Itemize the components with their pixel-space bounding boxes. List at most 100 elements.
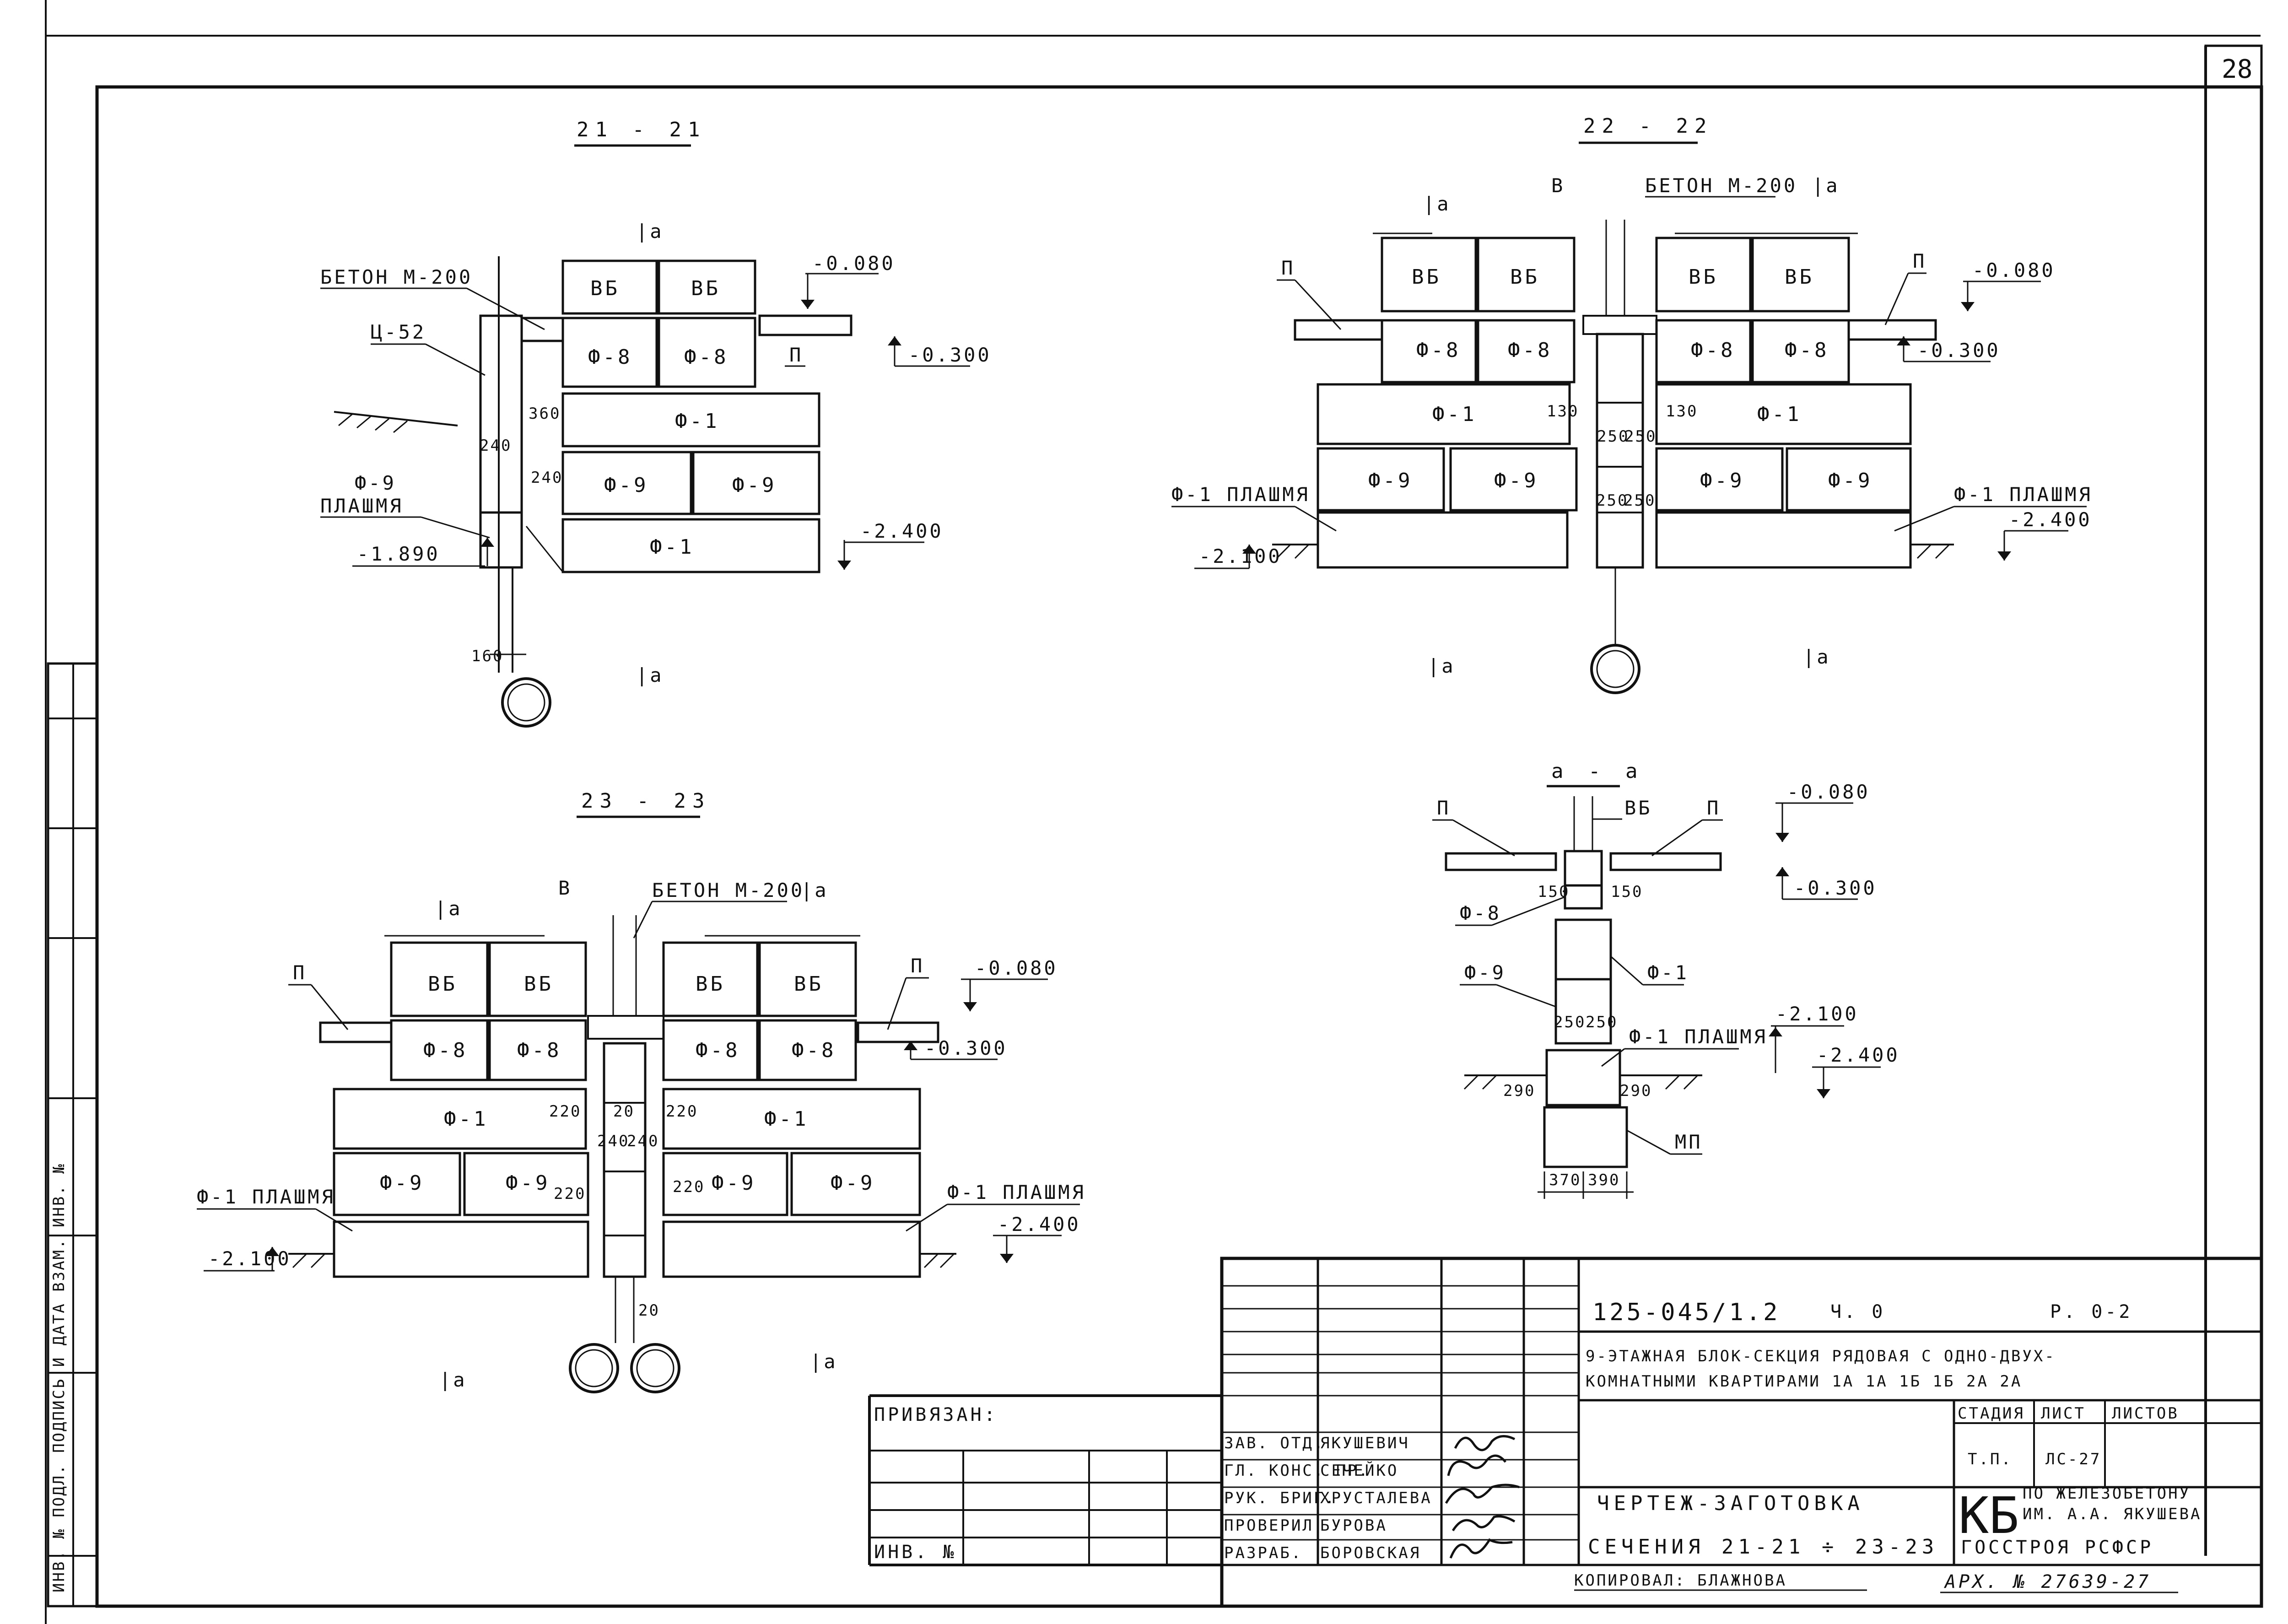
b-label: В <box>558 877 572 899</box>
slab-label: П <box>293 961 307 984</box>
block-label: ВБ <box>794 972 824 996</box>
dim-label: 130 <box>1666 402 1698 421</box>
block-label: Ф-9 <box>831 1171 875 1195</box>
role-name: БОРОВСКАЯ <box>1320 1544 1421 1562</box>
elevation-label: -2.400 <box>860 520 944 542</box>
doc-series: Р. 0-2 <box>2050 1301 2133 1322</box>
block-label: Ф-9 <box>1494 469 1538 492</box>
slab-label: П <box>911 955 924 977</box>
role-label: РУК. БРИГ. <box>1224 1489 1336 1507</box>
panel-label: Ц-52 <box>371 321 426 343</box>
slab-label: П <box>1437 797 1451 819</box>
dim-label: 250 <box>1597 427 1629 446</box>
elevation-label: -0.080 <box>812 252 896 275</box>
block-label: Ф-1 <box>1432 403 1477 426</box>
elevation-label: -0.300 <box>1794 877 1877 899</box>
cut-mark: |a <box>1803 646 1831 668</box>
block-label: Ф-1 <box>675 410 719 433</box>
block-label: Ф-8 <box>1785 339 1829 362</box>
dim-label: 240 <box>597 1132 629 1150</box>
dim-label: 220 <box>554 1185 586 1203</box>
role-name: ЯКУШЕВИЧ <box>1320 1434 1410 1452</box>
bound-label: ПРИВЯЗАН: <box>874 1404 998 1425</box>
block-label: Ф-8 <box>517 1039 561 1062</box>
slab-label: П <box>1281 257 1295 279</box>
dim-label: 250 <box>1624 491 1656 510</box>
cut-mark: |a <box>1423 193 1451 215</box>
block-label: ВБ <box>1689 265 1718 289</box>
section-23-23: 23 - 23 |a |a |a |a В БЕТОН М-200 <box>197 789 1086 1393</box>
role-name: БУРОВА <box>1320 1516 1387 1535</box>
stage-value: Т.П. <box>1968 1450 2013 1468</box>
block-label: ВБ <box>696 972 725 996</box>
cut-mark: |a <box>810 1350 838 1373</box>
block-label: ВБ <box>1412 265 1441 289</box>
dim-label: 290 <box>1620 1082 1652 1100</box>
elevation-label: -2.400 <box>1817 1044 1900 1066</box>
flat-right-label: Ф-1 ПЛАШМЯ <box>947 1181 1086 1203</box>
doc-code: 125-045/1.2 <box>1592 1299 1780 1326</box>
slab-label: П <box>1913 250 1926 272</box>
vb-label: ВБ <box>1624 797 1652 819</box>
concrete-label: БЕТОН М-200 <box>320 266 473 288</box>
elevation-label: -0.300 <box>924 1037 1008 1059</box>
org-kb: КБ <box>1959 1486 2019 1545</box>
drawing-subtitle: СЕЧЕНИЯ 21-21 ÷ 23-23 <box>1588 1535 1938 1559</box>
dim-label: 290 <box>1503 1082 1535 1100</box>
section-22-22: 22 - 22 |a |a |a |a В БЕТОН М-200 <box>1171 114 2093 694</box>
block-label: Ф-8 <box>588 345 632 369</box>
slab-label: П <box>789 344 803 366</box>
dim-label: 390 <box>1588 1171 1620 1189</box>
elevation-label: -2.100 <box>1199 545 1282 567</box>
block-label: Ф-1 <box>1757 403 1802 426</box>
dim-label: 220 <box>673 1178 705 1196</box>
sheet-header: ЛИСТ <box>2041 1404 2086 1423</box>
dim-label: 150 <box>1538 883 1570 901</box>
role-label: ПРОВЕРИЛ <box>1224 1516 1314 1535</box>
block-label: Ф-8 <box>684 345 728 369</box>
dim-label: 370 <box>1549 1171 1581 1189</box>
elevation-label: -2.100 <box>208 1247 291 1270</box>
cut-mark: |a <box>435 897 463 920</box>
f9-label: Ф-9 <box>355 472 396 494</box>
stage-header: СТАДИЯ <box>1958 1404 2025 1423</box>
f1-label: Ф-1 <box>1647 961 1689 984</box>
slab-label: П <box>1707 797 1721 819</box>
page-number: 28 <box>2222 54 2252 84</box>
block-label: Ф-8 <box>1691 339 1735 362</box>
block-label: ВБ <box>1510 265 1540 289</box>
block-label: ВБ <box>428 972 458 996</box>
cut-mark: |a <box>1812 174 1840 197</box>
doc-part: Ч. 0 <box>1830 1301 1885 1322</box>
f8-label: Ф-8 <box>1460 902 1501 924</box>
elevation-label: -0.080 <box>1972 259 2056 281</box>
elevation-label: -2.100 <box>1775 1003 1859 1025</box>
inventory-label: ИНВ. № <box>874 1542 957 1563</box>
dim-label: 240 <box>480 437 512 455</box>
b-label: В <box>1551 174 1565 197</box>
block-label: Ф-9 <box>712 1171 756 1195</box>
flat-right-label: Ф-1 ПЛАШМЯ <box>1954 483 2093 506</box>
elevation-label: -1.890 <box>357 543 440 565</box>
block-label: Ф-1 <box>650 535 694 559</box>
block-label: Ф-9 <box>380 1171 424 1195</box>
block-label: ВБ <box>1785 265 1814 289</box>
cut-mark: |a <box>636 220 664 243</box>
f1-flat-label: Ф-1 ПЛАШМЯ <box>1629 1025 1768 1048</box>
dim-label: 240 <box>531 469 563 487</box>
section-21-21: 21 - 21 |a |a ВБ ВБ Ф-8 Ф-8 Ф-1 Ф-9 Ф-9 … <box>320 118 989 728</box>
block-label: Ф-1 <box>444 1107 488 1131</box>
org-line3: ГОССТРОЯ РСФСР <box>1961 1537 2153 1558</box>
dim-label: 220 <box>666 1102 698 1121</box>
block-label: Ф-8 <box>1416 339 1461 362</box>
section-title: 23 - 23 <box>581 789 711 813</box>
block-label: Ф-9 <box>604 474 648 497</box>
org-line1: ПО ЖЕЛЕЗОБЕТОНУ <box>2023 1484 2191 1503</box>
dim-label: 250 <box>1624 427 1657 446</box>
block-label: Ф-9 <box>732 474 777 497</box>
dim-label: 250 <box>1586 1013 1618 1031</box>
signatures <box>1445 1435 1520 1559</box>
f9-sub-label: ПЛАШМЯ <box>320 495 404 517</box>
section-title: 21 - 21 <box>577 118 706 141</box>
